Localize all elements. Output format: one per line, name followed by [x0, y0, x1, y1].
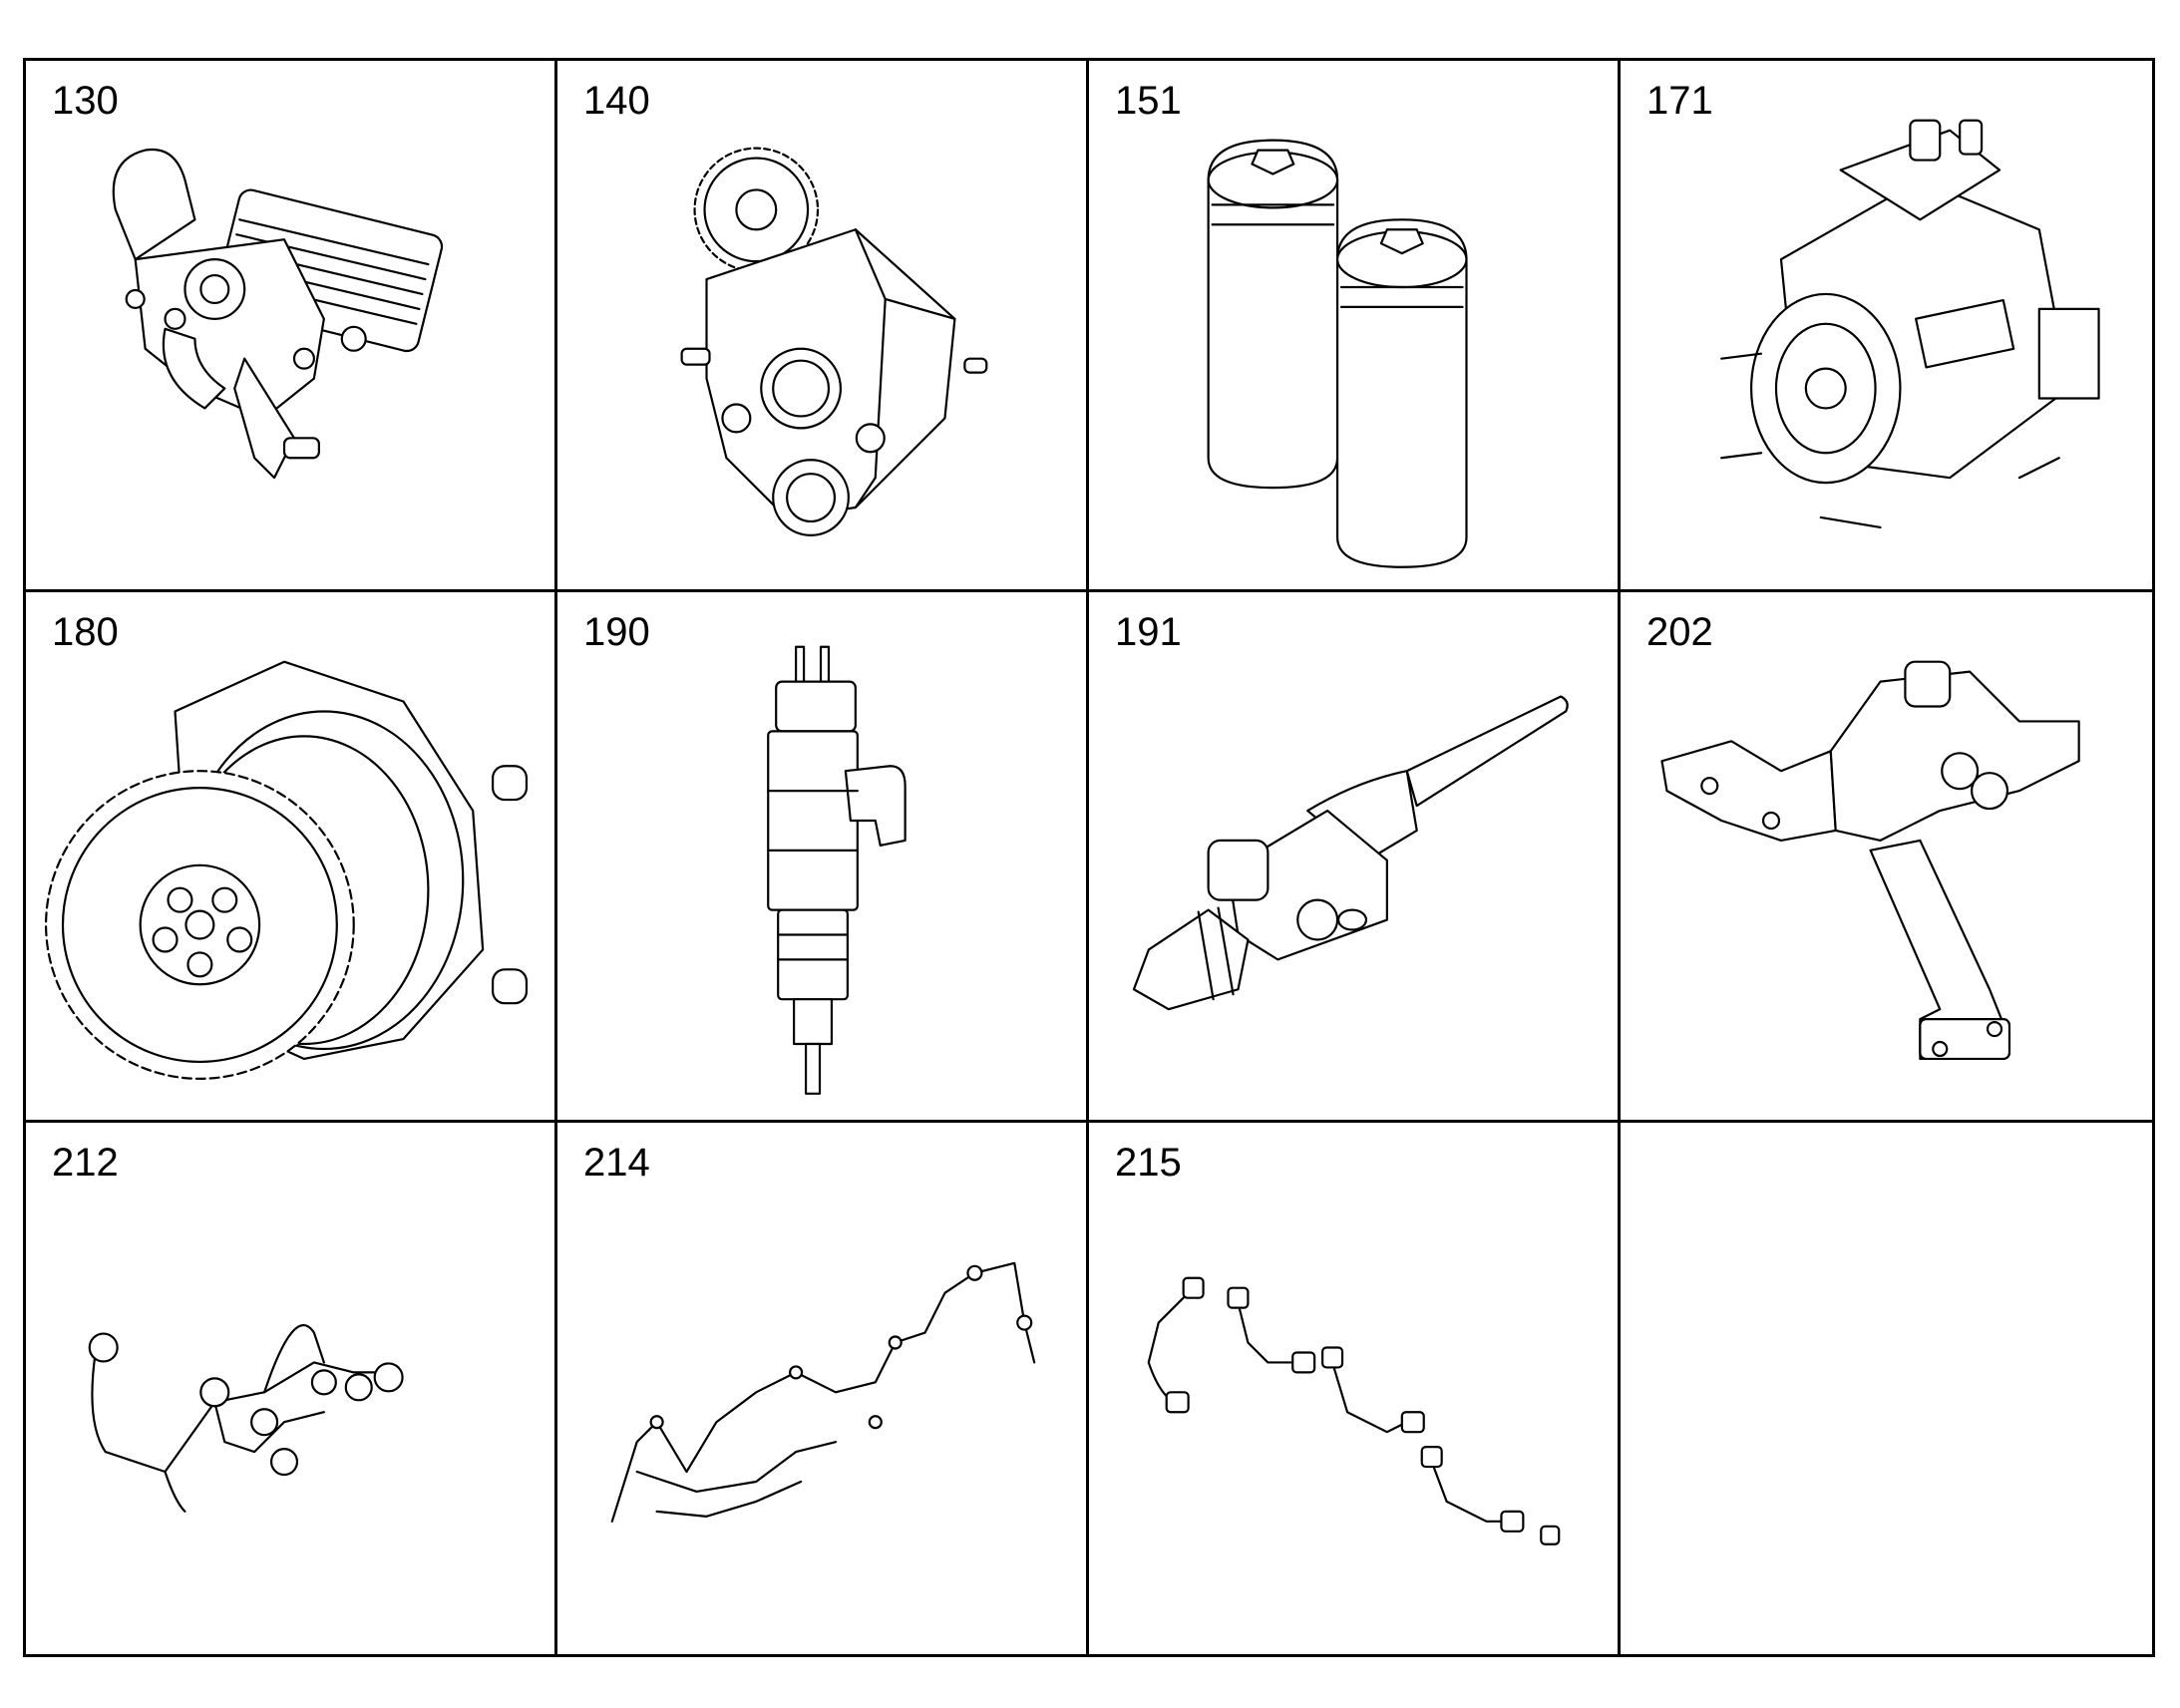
part-number: 214	[583, 1141, 650, 1186]
part-number: 140	[583, 79, 650, 123]
mounting-bracket-icon	[1621, 592, 2152, 1121]
part-number: 190	[583, 609, 650, 654]
part-cell-215[interactable]: 215	[1089, 1123, 1621, 1654]
fuel-injector-icon	[557, 592, 1086, 1121]
part-cell-171[interactable]: 171	[1621, 61, 2152, 592]
parts-grid: 130 140	[23, 58, 2155, 1657]
injector-nozzle-icon	[1089, 592, 1618, 1121]
oil-pump-module-icon	[26, 61, 554, 589]
part-cell-214[interactable]: 214	[557, 1123, 1089, 1654]
part-number: 215	[1115, 1141, 1182, 1186]
part-cell-180[interactable]: 180	[26, 591, 557, 1124]
part-number: 191	[1115, 609, 1182, 654]
fuel-filter-cartridges-icon	[1089, 61, 1618, 589]
part-cell-191[interactable]: 191	[1089, 591, 1621, 1124]
part-number: 151	[1115, 79, 1182, 123]
gear-pump-housing-icon	[557, 61, 1086, 589]
injection-lines-icon	[1089, 1123, 1618, 1654]
part-cell-151[interactable]: 151	[1089, 61, 1621, 592]
fuel-line-harness-icon	[557, 1123, 1086, 1654]
part-cell-202[interactable]: 202	[1621, 592, 2152, 1124]
part-cell-212[interactable]: 212	[26, 1123, 557, 1654]
part-cell-130[interactable]: 130	[26, 61, 557, 592]
part-cell-140[interactable]: 140	[557, 61, 1089, 592]
high-pressure-fuel-pump-icon	[1621, 61, 2152, 589]
wiring-harness-icon	[26, 1123, 554, 1654]
part-cell-190[interactable]: 190	[557, 591, 1089, 1124]
gear-drive-hub-icon	[26, 592, 554, 1121]
part-number: 212	[52, 1141, 119, 1186]
part-cell-empty	[1621, 1123, 2152, 1654]
part-number: 202	[1646, 609, 1713, 654]
part-number: 171	[1646, 79, 1713, 123]
part-number: 180	[52, 609, 119, 654]
part-number: 130	[52, 79, 119, 123]
